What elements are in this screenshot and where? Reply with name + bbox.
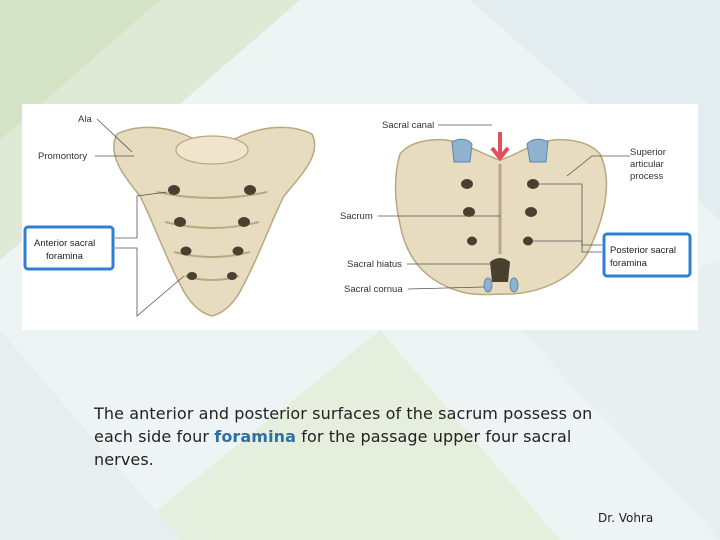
- posterior-foramina-callout: [602, 232, 692, 278]
- label-superior-articular-line1: Superior: [630, 147, 666, 158]
- caption-highlight-foramina: foramina: [214, 427, 297, 446]
- label-sacrum: Sacrum: [340, 211, 373, 222]
- label-anterior-sacral-foramina-line2: foramina: [46, 251, 84, 262]
- label-promontory: Promontory: [38, 151, 87, 162]
- label-superior-articular-line3: process: [630, 171, 664, 182]
- sacrum-illustration: Ala Promontory Anterior sacral foramina …: [23, 114, 692, 317]
- caption-text-after: for the passage upper four sacral nerves…: [94, 427, 572, 469]
- label-sacral-canal: Sacral canal: [382, 120, 434, 131]
- caption-text-before: The anterior and posterior surfaces of t…: [94, 404, 593, 446]
- sacrum-figure: Ala Promontory Anterior sacral foramina …: [22, 104, 698, 330]
- label-ala: Ala: [78, 114, 92, 125]
- label-anterior-sacral-foramina-line1: Anterior sacral: [34, 238, 95, 249]
- sacral-canal-arrow: [490, 132, 510, 162]
- posterior-sacrum-view: [394, 132, 608, 296]
- label-superior-articular-line2: articular: [630, 159, 664, 170]
- label-sacral-hiatus: Sacral hiatus: [347, 259, 402, 270]
- label-posterior-sacral-foramina-line1: Posterior sacral: [610, 245, 676, 256]
- label-sacral-cornua: Sacral cornua: [344, 284, 403, 295]
- leader-lines: [95, 118, 630, 317]
- label-posterior-sacral-foramina-line2: foramina: [610, 258, 648, 269]
- anterior-foramina-callout: [23, 225, 115, 271]
- author-credit: Dr. Vohra: [598, 511, 654, 525]
- anterior-sacrum-view: [113, 126, 316, 317]
- slide-caption: The anterior and posterior surfaces of t…: [94, 402, 634, 471]
